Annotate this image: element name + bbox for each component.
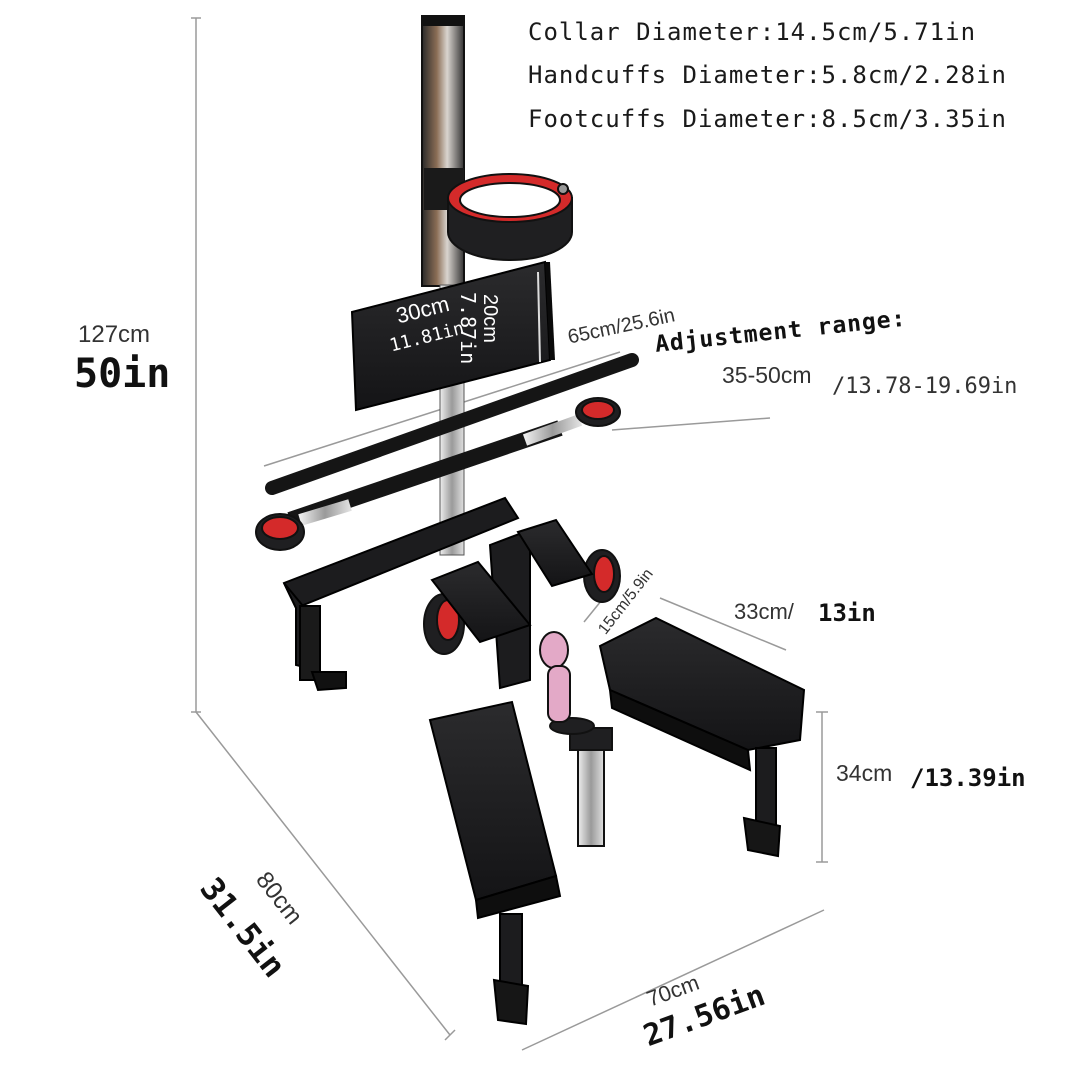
upper-frame [282, 496, 531, 692]
cuffs [255, 397, 621, 655]
panel-height-in-label: 7.87in [456, 292, 480, 365]
footcuffs-diameter-spec: Footcuffs Diameter:8.5cm/3.35in [528, 105, 1007, 133]
arm-bars [265, 353, 639, 528]
seat-width-cm-label: 33cm/ [734, 599, 794, 624]
seat-width-in-label: 13in [818, 599, 876, 627]
cuff-pointer-line [611, 417, 771, 431]
collar-diameter-spec: Collar Diameter:14.5cm/5.71in [528, 18, 977, 46]
height-cm-label: 127cm [78, 321, 151, 348]
right-seat-pad [598, 616, 806, 858]
seat-pads [428, 616, 806, 1026]
wrist-cuff-right [575, 397, 621, 427]
dimension-lines [191, 17, 828, 1051]
toy-mount [539, 631, 613, 847]
height-in-label: 50in [74, 351, 171, 397]
seat-width-dimension-line [659, 597, 787, 651]
handcuffs-diameter-spec: Handcuffs Diameter:5.8cm/2.28in [528, 61, 1007, 89]
seat-height-in-label: /13.39in [910, 764, 1026, 792]
ankle-cuff-right [583, 549, 621, 603]
panel-height-cm-label: 20cm [479, 294, 501, 343]
knee-pads [430, 518, 594, 644]
seat-height-cm-label: 34cm [836, 760, 893, 786]
wrist-cuff-left [255, 513, 305, 551]
collar [447, 173, 573, 261]
adjustment-range-cm: 35-50cm [722, 362, 812, 388]
depth-dimension-line [195, 711, 451, 1036]
head-panel [350, 260, 555, 412]
base-width-dimension-line [521, 909, 825, 1051]
adjustment-range-in: /13.78-19.69in [832, 374, 1018, 399]
left-seat-pad [428, 700, 562, 1026]
